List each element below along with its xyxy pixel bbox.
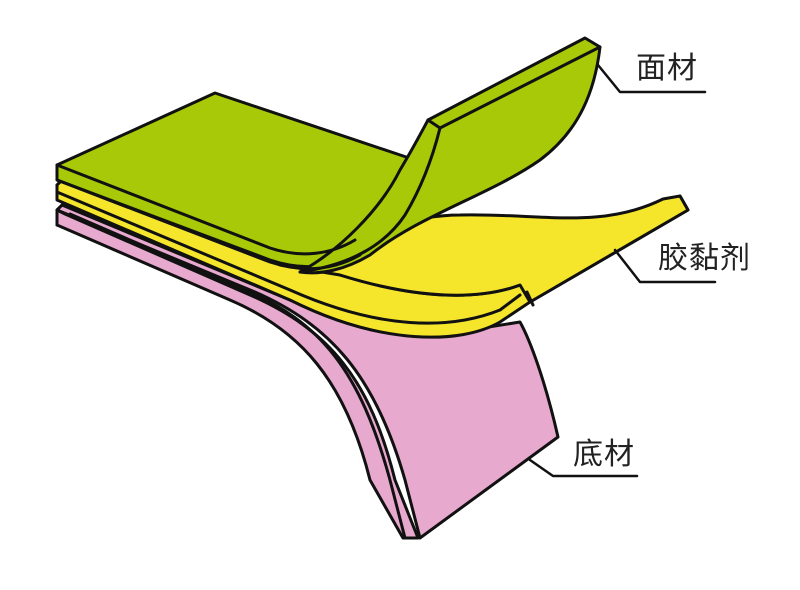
adhesive-layer <box>55 178 690 339</box>
label-backing: 底材 <box>573 437 635 472</box>
leader-line-backing <box>528 458 639 478</box>
leader-line-face <box>596 63 707 94</box>
label-face-stock: 面材 <box>636 51 698 86</box>
backing-layer <box>55 203 560 540</box>
label-adhesive: 胶黏剂 <box>658 241 751 276</box>
face-layer <box>55 36 602 275</box>
leader-line-adhesive <box>613 248 717 284</box>
